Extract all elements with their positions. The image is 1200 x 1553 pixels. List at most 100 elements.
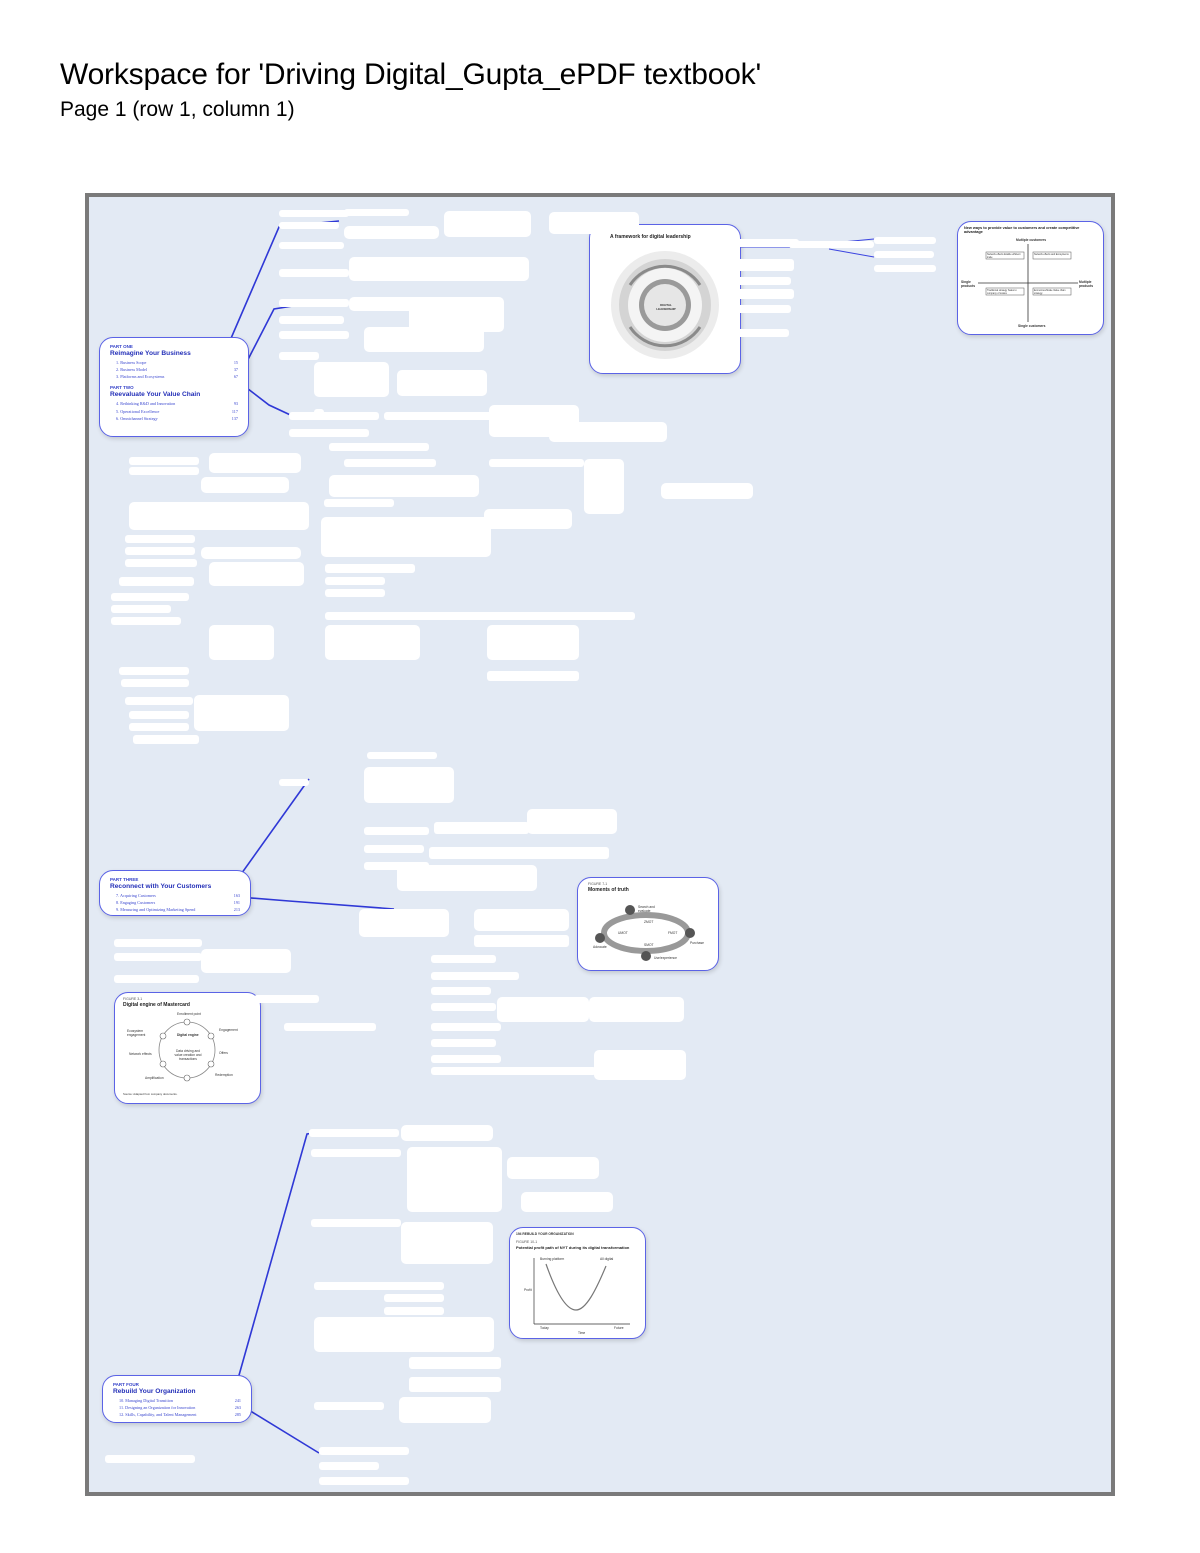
- note-node[interactable]: [487, 671, 579, 681]
- note-node[interactable]: [474, 909, 569, 931]
- note-node[interactable]: [874, 265, 936, 272]
- note-node[interactable]: [121, 679, 189, 687]
- part-three-card[interactable]: PART THREE Reconnect with Your Customers…: [99, 870, 251, 916]
- note-node[interactable]: [431, 1039, 496, 1047]
- note-node[interactable]: [289, 412, 379, 420]
- note-node[interactable]: [431, 1055, 501, 1063]
- note-node[interactable]: [397, 370, 487, 396]
- note-node[interactable]: [325, 564, 415, 573]
- note-node[interactable]: [549, 212, 639, 234]
- note-node[interactable]: [279, 242, 344, 249]
- figure-mastercard-engine[interactable]: FIGURE 3-1 Digital engine of Mastercard …: [114, 992, 261, 1104]
- note-node[interactable]: [119, 577, 194, 586]
- note-node[interactable]: [314, 362, 389, 397]
- note-node[interactable]: [431, 1023, 501, 1031]
- note-node[interactable]: [254, 995, 319, 1003]
- note-node[interactable]: [314, 1317, 494, 1352]
- note-node[interactable]: [133, 735, 199, 744]
- note-node[interactable]: [125, 535, 195, 543]
- note-node[interactable]: [125, 547, 195, 555]
- part-four-card[interactable]: PART FOUR Rebuild Your Organization 10. …: [102, 1375, 252, 1423]
- note-node[interactable]: [119, 667, 189, 675]
- note-node[interactable]: [719, 305, 791, 313]
- note-node[interactable]: [364, 845, 424, 853]
- figure-value-matrix[interactable]: New ways to provide value to customers a…: [957, 221, 1104, 335]
- note-node[interactable]: [105, 1455, 195, 1463]
- note-node[interactable]: [111, 593, 189, 601]
- note-node[interactable]: [209, 625, 274, 660]
- note-node[interactable]: [661, 483, 753, 499]
- chapter-item[interactable]: 12. Skills, Capability, and Talent Manag…: [119, 1412, 241, 1418]
- note-node[interactable]: [279, 210, 349, 217]
- note-node[interactable]: [431, 972, 519, 980]
- figure-moments-of-truth[interactable]: FIGURE 7-1 Moments of truth Search and e…: [577, 877, 719, 971]
- note-node[interactable]: [359, 909, 449, 937]
- note-node[interactable]: [389, 485, 471, 493]
- note-node[interactable]: [344, 209, 409, 216]
- note-node[interactable]: [284, 1023, 376, 1031]
- note-node[interactable]: [401, 1222, 493, 1264]
- note-node[interactable]: [719, 239, 799, 247]
- figure-digital-leadership[interactable]: FIGURE I-1 A framework for digital leade…: [589, 224, 741, 374]
- note-node[interactable]: [314, 1282, 444, 1290]
- note-node[interactable]: [201, 477, 289, 493]
- note-node[interactable]: [789, 241, 874, 248]
- note-node[interactable]: [384, 1307, 444, 1315]
- note-node[interactable]: [549, 422, 667, 442]
- note-node[interactable]: [431, 987, 491, 995]
- note-node[interactable]: [319, 1477, 409, 1485]
- note-node[interactable]: [407, 1147, 502, 1212]
- note-node[interactable]: [489, 459, 584, 467]
- note-node[interactable]: [201, 547, 301, 559]
- note-node[interactable]: [431, 955, 496, 963]
- note-node[interactable]: [584, 459, 624, 514]
- note-node[interactable]: [201, 949, 291, 973]
- note-node[interactable]: [487, 625, 579, 660]
- note-node[interactable]: [279, 352, 319, 360]
- note-node[interactable]: [314, 409, 324, 417]
- note-node[interactable]: [279, 269, 349, 277]
- note-node[interactable]: [719, 289, 794, 299]
- part-one-two-card[interactable]: PART ONE Reimagine Your Business 1. Busi…: [99, 337, 249, 437]
- note-node[interactable]: [129, 457, 199, 465]
- note-node[interactable]: [384, 412, 494, 420]
- chapter-item[interactable]: 11. Designing an Organization for Innova…: [119, 1405, 241, 1411]
- note-node[interactable]: [409, 1357, 501, 1369]
- figure-profit-path[interactable]: 194 REBUILD YOUR ORGANIZATION FIGURE 10-…: [509, 1227, 646, 1339]
- note-node[interactable]: [125, 559, 197, 567]
- note-node[interactable]: [431, 1067, 596, 1075]
- note-node[interactable]: [364, 862, 429, 870]
- note-node[interactable]: [209, 562, 304, 586]
- note-node[interactable]: [325, 625, 420, 660]
- note-node[interactable]: [325, 589, 385, 597]
- note-node[interactable]: [129, 467, 199, 475]
- note-node[interactable]: [311, 1149, 401, 1157]
- note-node[interactable]: [319, 1447, 409, 1455]
- note-node[interactable]: [125, 697, 193, 705]
- note-node[interactable]: [434, 822, 529, 834]
- note-node[interactable]: [114, 953, 202, 961]
- note-node[interactable]: [364, 327, 484, 352]
- note-node[interactable]: [484, 509, 572, 529]
- note-node[interactable]: [279, 222, 339, 229]
- note-node[interactable]: [329, 443, 429, 451]
- note-node[interactable]: [874, 251, 934, 258]
- note-node[interactable]: [367, 752, 437, 759]
- note-node[interactable]: [311, 1219, 401, 1227]
- note-node[interactable]: [349, 297, 419, 311]
- note-node[interactable]: [325, 612, 635, 620]
- note-node[interactable]: [321, 517, 491, 557]
- note-node[interactable]: [314, 1402, 384, 1410]
- note-node[interactable]: [279, 316, 344, 324]
- note-node[interactable]: [114, 975, 199, 983]
- note-node[interactable]: [399, 1397, 491, 1423]
